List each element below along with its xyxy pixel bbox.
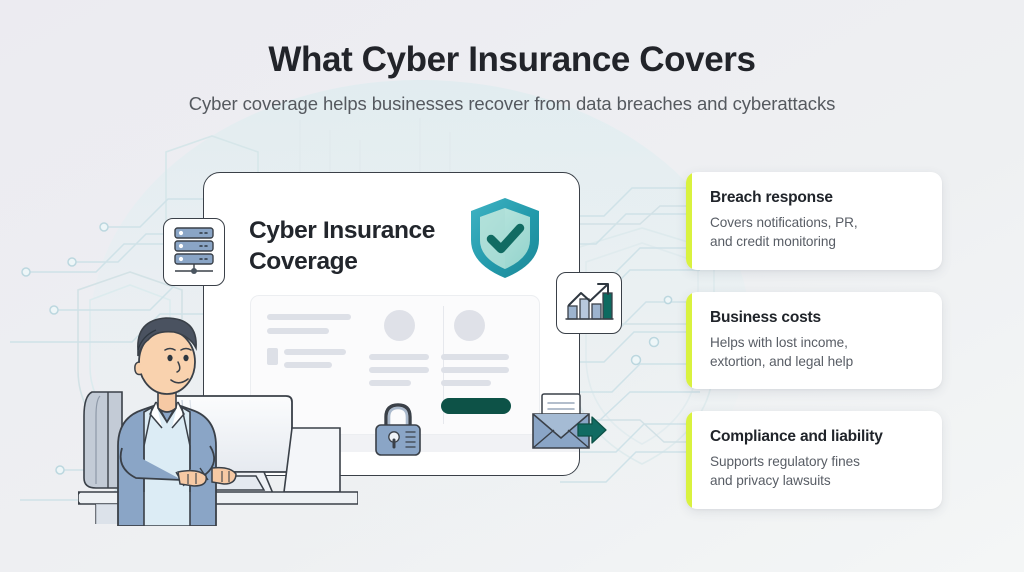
placeholder-line — [441, 354, 509, 360]
placeholder-line — [441, 380, 491, 386]
placeholder-line — [369, 367, 429, 373]
main-card-heading: Cyber Insurance Coverage — [249, 215, 459, 278]
padlock-icon — [370, 400, 426, 458]
feature-card-description: Supports regulatory fines and privacy la… — [710, 452, 922, 491]
feature-card-desc-line1: Supports regulatory fines — [710, 454, 860, 470]
placeholder-avatar — [384, 310, 415, 341]
placeholder-line — [441, 367, 509, 373]
placeholder-line — [369, 380, 411, 386]
feature-card-title: Breach response — [710, 189, 833, 206]
placeholder-avatar — [454, 310, 485, 341]
growth-bar-chart-icon — [556, 272, 622, 334]
page-title: What Cyber Insurance Covers — [268, 40, 756, 79]
bg-grid-hint — [299, 118, 451, 176]
placeholder-line — [369, 354, 429, 360]
circuit-nodes-right — [630, 295, 673, 366]
page-subtitle: Cyber coverage helps businesses recover … — [188, 93, 836, 115]
feature-card-compliance-and-liability[interactable]: Compliance and liability Supports regula… — [686, 411, 942, 509]
feature-card-desc-line1: Covers notifications, PR, — [710, 215, 858, 230]
feature-card-description: Covers notifications, PR, and credit mon… — [710, 213, 922, 252]
feature-cards-list: Breach response Covers notifications, PR… — [686, 172, 942, 531]
feature-card-desc-line1: Helps with lost income, — [710, 334, 848, 350]
feature-card-desc-line2: and credit monitoring — [710, 234, 836, 250]
main-card-heading-line1: Cyber Insurance — [249, 217, 435, 244]
placeholder-cta-button[interactable] — [441, 398, 511, 414]
main-card-heading-line2: Coverage — [249, 248, 358, 276]
feature-card-desc-line2: extortion, and legal help — [710, 353, 854, 369]
feature-card-desc-line2: and privacy lawsuits — [710, 473, 831, 489]
shield-check-icon — [467, 196, 543, 280]
feature-card-description: Helps with lost income, extortion, and l… — [710, 333, 922, 372]
feature-card-business-costs[interactable]: Business costs Helps with lost income, e… — [686, 291, 942, 390]
header: What Cyber Insurance Covers Cyber covera… — [0, 40, 1024, 115]
feature-card-title: Business costs — [710, 308, 821, 326]
open-envelope-arrow-icon — [528, 392, 610, 456]
server-rack-icon — [163, 218, 225, 286]
feature-card-title: Compliance and liability — [710, 428, 883, 446]
feature-card-breach-response[interactable]: Breach response Covers notifications, PR… — [686, 172, 942, 270]
person-at-computer-illustration — [76, 296, 359, 527]
